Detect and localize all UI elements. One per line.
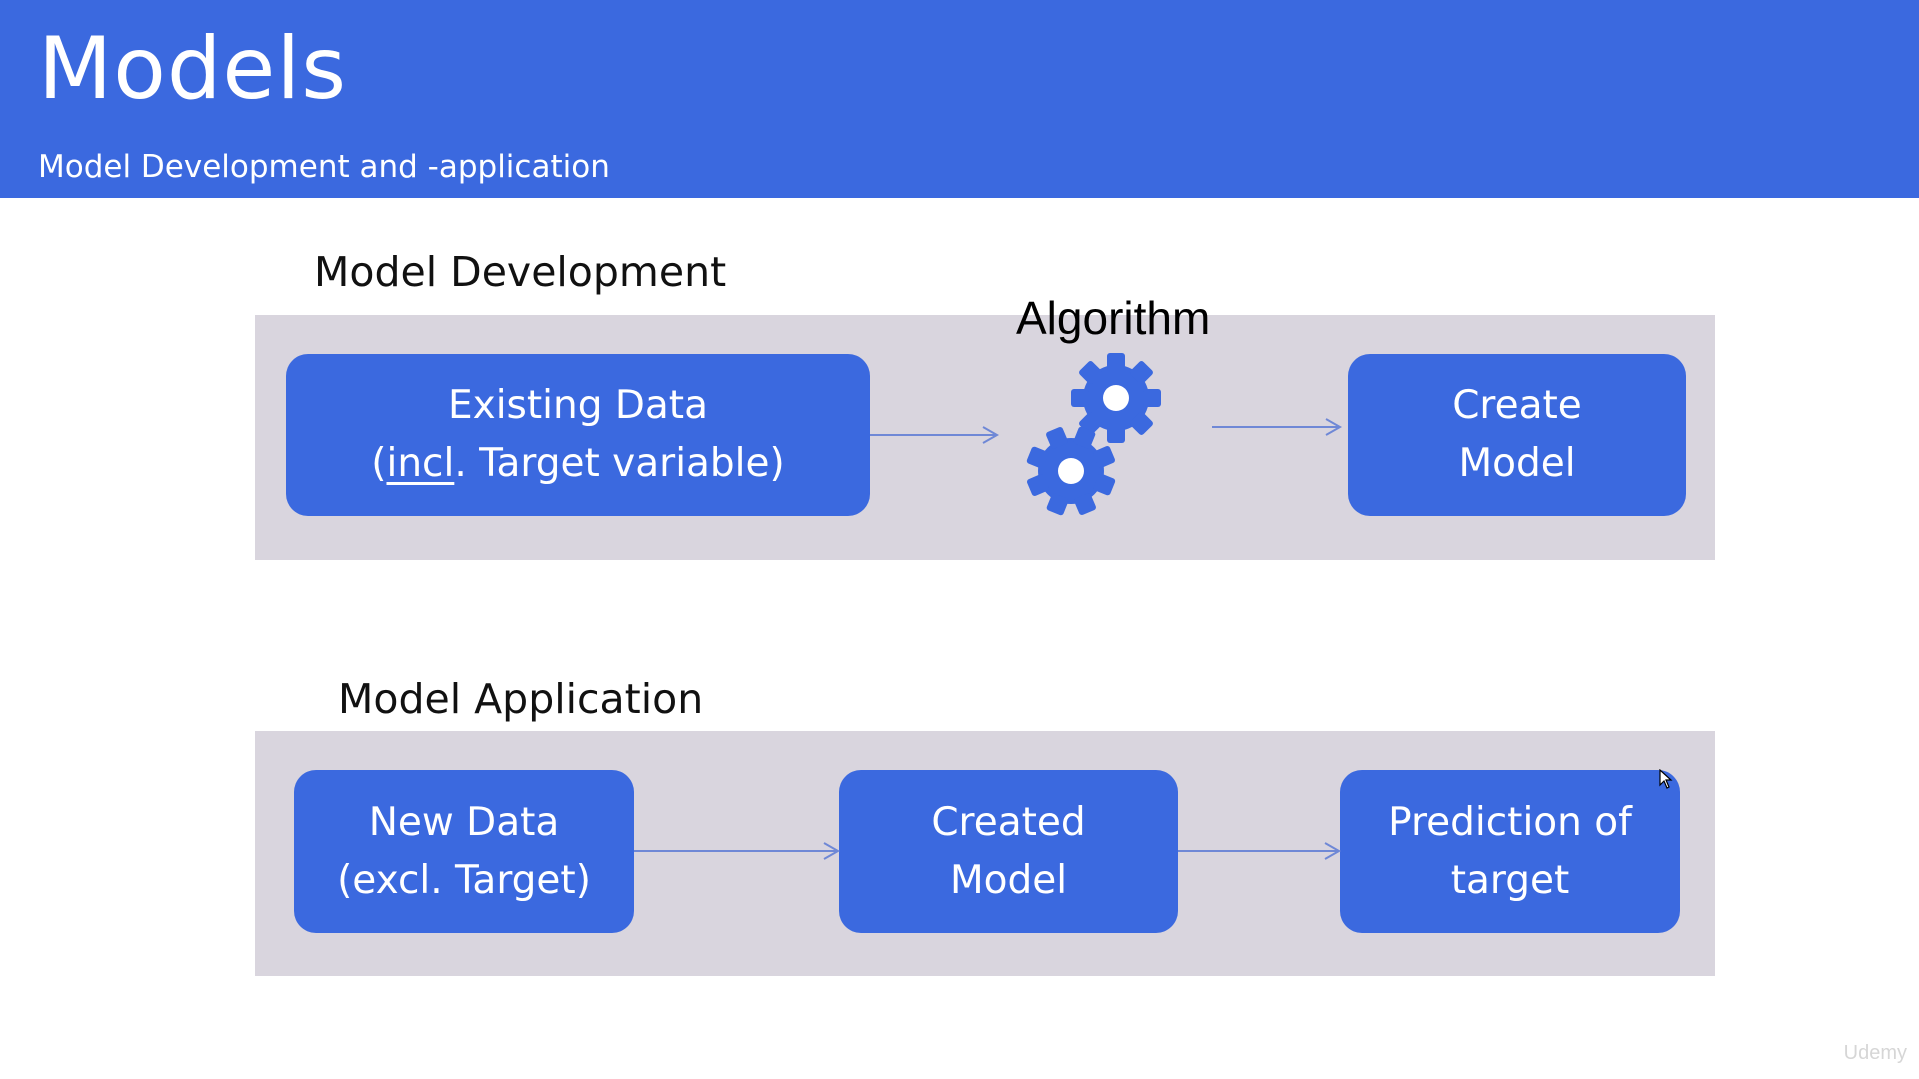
prediction-box: Prediction of target xyxy=(1340,770,1680,933)
model-application-label: Model Application xyxy=(338,675,704,723)
algorithm-label: Algorithm xyxy=(1016,292,1211,344)
created-model-line1: Created xyxy=(931,799,1086,845)
created-model-line2: Model xyxy=(949,857,1068,903)
new-data-line1: New Data xyxy=(368,799,560,845)
prediction-line2: target xyxy=(1450,857,1570,903)
gears-icon xyxy=(1026,353,1161,516)
new-data-line2: (excl. Target) xyxy=(337,857,591,903)
created-model-box: Created Model xyxy=(839,770,1178,933)
model-development-label: Model Development xyxy=(314,248,727,296)
existing-data-line1: Existing Data xyxy=(448,383,708,428)
slide-title: Models xyxy=(38,19,348,119)
existing-data-rest: . Target variable) xyxy=(454,441,785,486)
prediction-line1: Prediction of xyxy=(1388,799,1632,845)
create-model-box: Create Model xyxy=(1348,354,1686,516)
existing-data-open-paren: ( xyxy=(371,441,387,486)
mouse-cursor-icon xyxy=(1659,769,1673,789)
existing-data-line2: (incl. Target variable) xyxy=(371,435,784,493)
new-data-box: New Data (excl. Target) xyxy=(294,770,634,933)
existing-data-box: Existing Data (incl. Target variable) xyxy=(286,354,870,516)
udemy-watermark: Udemy xyxy=(1843,1042,1907,1064)
slide-header: Models Model Development and -applicatio… xyxy=(0,0,1919,198)
gear-bottom-icon xyxy=(1026,426,1116,516)
slide-subtitle: Model Development and -application xyxy=(38,149,610,185)
create-model-line1: Create xyxy=(1452,383,1582,428)
existing-data-incl: incl xyxy=(386,441,455,486)
create-model-line2: Model xyxy=(1458,441,1576,486)
gear-top-icon xyxy=(1071,353,1161,443)
